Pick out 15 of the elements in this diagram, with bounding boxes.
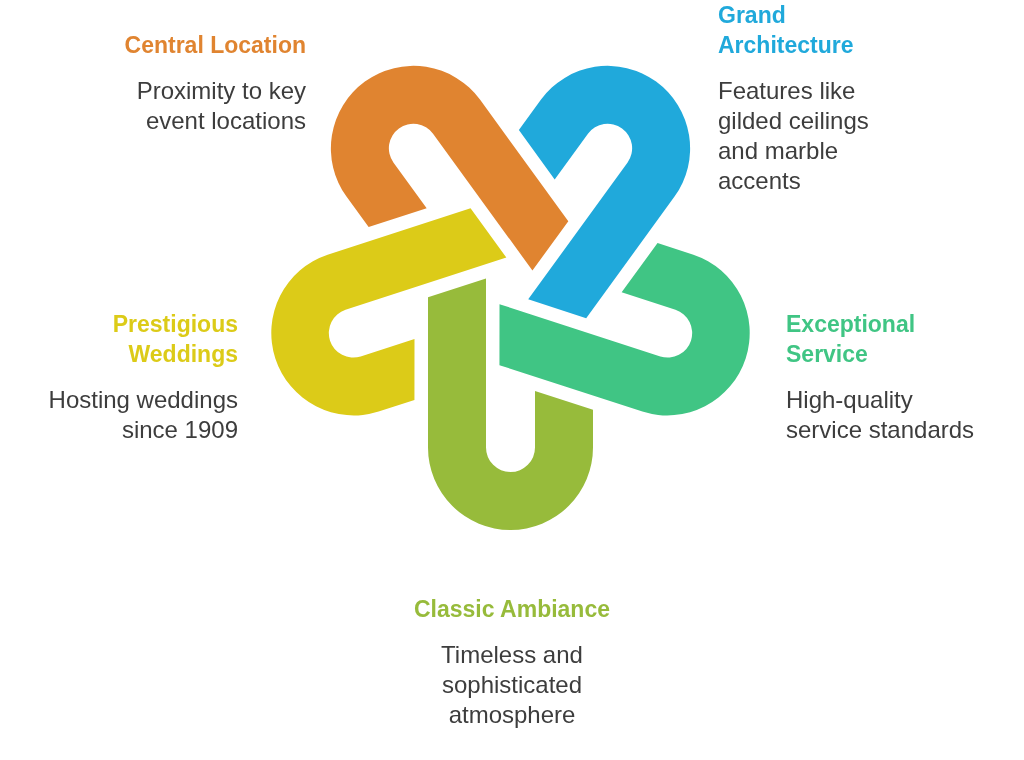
feature-description: Proximity to key event locations — [135, 76, 306, 136]
loop-band — [330, 66, 569, 271]
feature-title: Exceptional Service — [786, 310, 917, 369]
loop-band — [518, 66, 691, 319]
feature-title: Central Location — [123, 31, 306, 60]
feature-title: Prestigious Weddings — [111, 310, 238, 369]
feature-description: Timeless and sophisticated atmosphere — [440, 640, 584, 730]
feature-title: Classic Ambiance — [413, 595, 611, 624]
feature-description: Hosting weddings since 1909 — [47, 385, 238, 445]
feature-title: Grand Architecture — [718, 1, 855, 60]
feature-description: Features like gilded ceilings and marble accents — [718, 76, 870, 196]
loop-band — [428, 278, 593, 530]
feature-description: High-quality service standards — [786, 385, 976, 445]
loop-band — [271, 208, 507, 416]
loop-band — [499, 243, 750, 416]
